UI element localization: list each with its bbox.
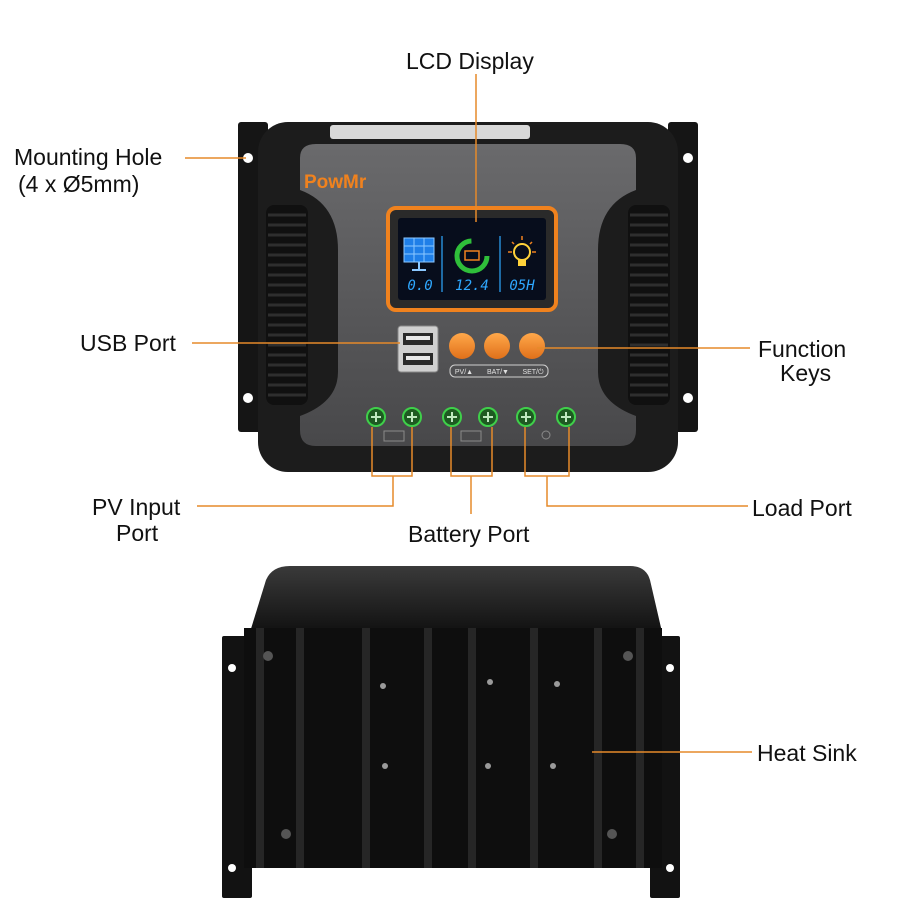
battery-port-label: Battery Port [408, 521, 530, 547]
screw-icon [263, 651, 273, 661]
pv-input-port-label-line2: Port [116, 520, 159, 546]
mounting-hole-spec-label: (4 x Ø5mm) [18, 171, 140, 197]
mounting-hole [683, 153, 693, 163]
function-keys-label-line2: Keys [780, 360, 832, 386]
mounting-hole [243, 393, 253, 403]
lcd-pv-value: 0.0 [407, 278, 432, 294]
mounting-hole [228, 864, 236, 872]
function-keys-label: Function [758, 336, 847, 362]
key-label-strip [449, 364, 549, 378]
screw-icon [442, 407, 462, 427]
screw-icon [623, 651, 633, 661]
pv-leader [197, 476, 394, 507]
usb-port-label: USB Port [80, 330, 176, 356]
bat-key-label: BAT/▼ [487, 369, 509, 376]
screw-icon [402, 407, 422, 427]
pv-key-label: PV/▲ [455, 369, 473, 376]
sink-fins [256, 628, 644, 868]
screw-icon [556, 407, 576, 427]
mounting-hole [683, 393, 693, 403]
top-label-sticker [330, 125, 530, 139]
load-leader [546, 476, 748, 507]
mounting-hole [666, 664, 674, 672]
mounting-hole [666, 864, 674, 872]
mounting-hole-label: Mounting Hole [14, 144, 163, 170]
light-bulb-icon [508, 236, 536, 266]
sink-bolts [380, 679, 560, 769]
charge-controller: PowMr [238, 122, 698, 472]
leader-lines [185, 74, 752, 753]
mounting-hole [243, 153, 253, 163]
sink-base [244, 628, 662, 868]
solar-panel-icon [403, 237, 435, 271]
lcd-screen [398, 218, 546, 300]
lcd-divider-lines [441, 236, 501, 292]
sink-top-cover [250, 566, 662, 632]
terminal-block [366, 407, 576, 427]
lcd-display-label: LCD Display [406, 48, 534, 74]
battery-symbol-icon [460, 430, 482, 442]
bulb-symbol-icon [541, 430, 551, 440]
screw-icon [607, 829, 617, 839]
lcd-battery-value: 12.4 [455, 278, 489, 294]
battery-icon [454, 238, 490, 274]
brand-logo: PowMr [304, 172, 367, 193]
bat-down-key[interactable] [484, 333, 510, 359]
set-key-label: SET/⏻ [522, 368, 544, 376]
solar-symbol-icon [383, 430, 405, 442]
screw-icon [281, 829, 291, 839]
set-power-key[interactable] [519, 333, 545, 359]
heat-sink-unit [222, 566, 680, 898]
screw-icon [516, 407, 536, 427]
load-port-label: Load Port [752, 495, 852, 521]
left-fins [266, 205, 308, 405]
pv-bracket [371, 427, 413, 477]
pv-up-key[interactable] [449, 333, 475, 359]
usb-port[interactable] [397, 325, 439, 373]
screw-icon [478, 407, 498, 427]
screw-icon [366, 407, 386, 427]
mounting-hole [228, 664, 236, 672]
pv-input-port-label: PV Input [92, 494, 181, 520]
heat-sink-label: Heat Sink [757, 740, 857, 766]
lcd-load-value: 05H [509, 278, 535, 294]
right-fins [628, 205, 670, 405]
